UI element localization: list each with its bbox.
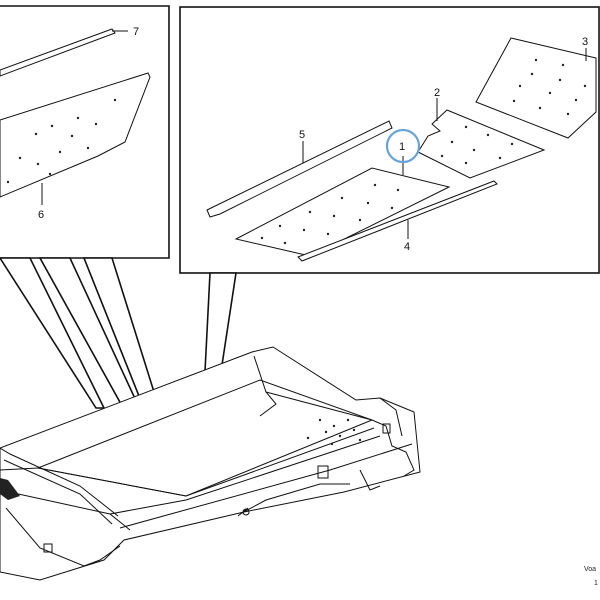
part-6-plate bbox=[0, 72, 151, 198]
callout-4: 4 bbox=[404, 241, 410, 253]
callout-3: 3 bbox=[582, 36, 588, 48]
detail-panel-right: 1 2 3 4 5 bbox=[179, 6, 600, 274]
part-4-strip bbox=[297, 180, 498, 262]
callout-1-highlight bbox=[385, 128, 421, 164]
part-3-plate bbox=[475, 37, 597, 139]
dump-body bbox=[0, 346, 421, 581]
document-code: Voa bbox=[584, 566, 596, 573]
callout-7: 7 bbox=[133, 26, 139, 38]
callout-1: 1 bbox=[399, 141, 405, 153]
part-2-plate bbox=[417, 109, 546, 179]
callout-5: 5 bbox=[299, 129, 305, 141]
part-7-strip bbox=[0, 28, 116, 77]
part-6-holes bbox=[6, 98, 117, 184]
callout-6: 6 bbox=[38, 209, 44, 221]
part-1-plate bbox=[234, 167, 451, 257]
page-number: 1 bbox=[594, 580, 598, 587]
callout-2: 2 bbox=[434, 87, 440, 99]
part-5-strip bbox=[206, 120, 393, 218]
detail-panel-left: 7 6 bbox=[0, 5, 170, 259]
